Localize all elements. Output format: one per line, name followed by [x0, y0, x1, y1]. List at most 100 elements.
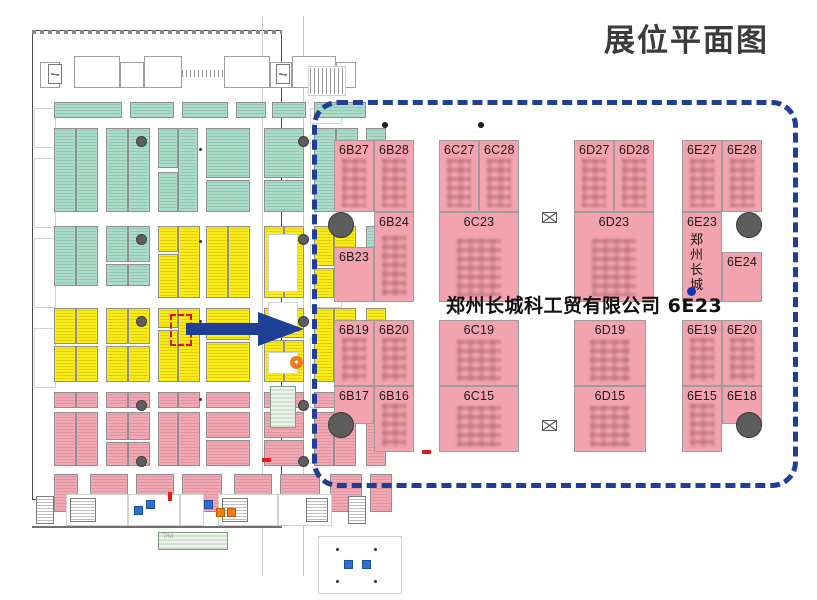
booth-6B24[interactable]: 6B24 — [374, 212, 414, 302]
service-room — [34, 108, 56, 148]
booth-graphic — [689, 403, 715, 448]
info-icon — [204, 500, 213, 509]
info-icon — [344, 560, 353, 569]
facility-marker — [136, 136, 147, 147]
booth-graphic — [341, 159, 367, 207]
booth-label: 6B27 — [339, 143, 369, 157]
booth-6B28[interactable]: 6B28 — [374, 140, 414, 212]
booth-6E28[interactable]: 6E28 — [722, 140, 762, 212]
booth-6E15[interactable]: 6E15 — [682, 386, 722, 452]
booth-6C19[interactable]: 6C19 — [439, 320, 519, 386]
service-room — [34, 238, 56, 308]
booth-6B16[interactable]: 6B16 — [374, 386, 414, 452]
booth-6E20[interactable]: 6E20 — [722, 320, 762, 386]
booth-graphic — [689, 337, 715, 382]
wall-hatch — [310, 68, 344, 94]
booth-label: 6D15 — [594, 389, 626, 403]
booth-label: 6C19 — [463, 323, 495, 337]
booth-label: 6B23 — [339, 250, 369, 264]
detail-callout-panel[interactable]: 6B27 6B28 6B24 6B23 6C27 6C28 6C23 6D27 … — [312, 100, 798, 488]
booth-6B23[interactable]: 6B23 — [334, 247, 374, 302]
booth-6C27[interactable]: 6C27 — [439, 140, 479, 212]
escalator-icon — [158, 532, 228, 550]
booth-label: 6B16 — [379, 389, 409, 403]
entrance-room — [120, 62, 144, 88]
booth-6E23[interactable]: 6E23 郑州长城 — [682, 212, 722, 302]
door-icon — [48, 64, 62, 84]
info-icon — [134, 506, 143, 515]
company-booth-caption: 郑州长城科工贸有限公司 6E23 — [446, 295, 723, 317]
service-room — [34, 328, 56, 388]
facility-circle-icon — [328, 212, 354, 238]
booth-graphic — [457, 406, 501, 448]
booth-6D23[interactable]: 6D23 — [574, 212, 654, 302]
escalator-icon — [270, 386, 296, 428]
facility-marker — [298, 234, 309, 245]
booth-label: 6E27 — [687, 143, 717, 157]
booth-graphic — [341, 337, 367, 382]
booth-label: 6E20 — [727, 323, 757, 337]
booth-label: 6E19 — [687, 323, 717, 337]
booth-label: 6B20 — [379, 323, 409, 337]
booth-label: 6B19 — [339, 323, 369, 337]
venue-top-wall — [32, 30, 282, 34]
booth-6B17[interactable]: 6B17 — [334, 386, 374, 424]
booth-6C28[interactable]: 6C28 — [479, 140, 519, 212]
facility-marker — [298, 400, 309, 411]
exit-icon — [262, 458, 271, 462]
booth-6B27[interactable]: 6B27 — [334, 140, 374, 212]
booth-graphic — [590, 406, 630, 448]
booth-label: 6E15 — [687, 389, 717, 403]
facility-circle-icon — [328, 412, 354, 438]
booth-label: 6D27 — [579, 143, 610, 157]
booth-label: 6C23 — [463, 215, 495, 229]
booth-6D19[interactable]: 6D19 — [574, 320, 646, 386]
booth-label: 6B28 — [379, 143, 409, 157]
booth-graphic — [621, 159, 647, 207]
facility-marker — [298, 456, 309, 467]
booth-6C15[interactable]: 6C15 — [439, 386, 519, 452]
booth-label: 6B17 — [339, 389, 369, 403]
facility-circle-icon — [736, 212, 762, 238]
anchor-dot-icon — [382, 122, 388, 128]
booth-graphic — [590, 340, 630, 382]
booth-6B19[interactable]: 6B19 — [334, 320, 374, 386]
booth-6C23[interactable]: 6C23 — [439, 212, 519, 302]
booth-label: 6C15 — [463, 389, 495, 403]
facility-marker — [136, 456, 147, 467]
info-icon — [146, 500, 155, 509]
zoom-arrow-icon — [186, 312, 304, 346]
facility-marker — [136, 400, 147, 411]
booth-label: 6D23 — [598, 215, 630, 229]
booth-6D15[interactable]: 6D15 — [574, 386, 646, 452]
service-room — [34, 158, 56, 228]
booth-6B20[interactable]: 6B20 — [374, 320, 414, 386]
booth-graphic — [381, 235, 407, 296]
booth-label: 6E23 — [687, 215, 717, 229]
booth-label: 6D19 — [594, 323, 626, 337]
door-icon — [276, 64, 290, 84]
service-icon — [216, 508, 225, 517]
booth-6E19[interactable]: 6E19 — [682, 320, 722, 386]
highlighted-booth-dot-icon — [687, 287, 696, 296]
facility-marker — [298, 136, 309, 147]
booth-graphic — [729, 337, 755, 382]
booth-6D27[interactable]: 6D27 — [574, 140, 614, 212]
entrance-room — [224, 56, 270, 88]
booth-6E24[interactable]: 6E24 — [722, 252, 762, 302]
anchor-dot-icon — [478, 122, 484, 128]
booth-graphic — [381, 337, 407, 382]
mail-icon — [542, 420, 557, 431]
service-icon: ✦ — [290, 356, 303, 369]
booth-label: 6D28 — [619, 143, 650, 157]
facility-marker — [136, 234, 147, 245]
booth-graphic — [689, 159, 715, 207]
facility-circle-icon — [736, 412, 762, 438]
booth-graphic — [381, 159, 407, 207]
booth-6E27[interactable]: 6E27 — [682, 140, 722, 212]
booth-6D28[interactable]: 6D28 — [614, 140, 654, 212]
facility-marker — [298, 316, 309, 327]
info-icon — [362, 560, 371, 569]
entrance-room — [74, 56, 120, 88]
mail-icon — [542, 212, 557, 223]
